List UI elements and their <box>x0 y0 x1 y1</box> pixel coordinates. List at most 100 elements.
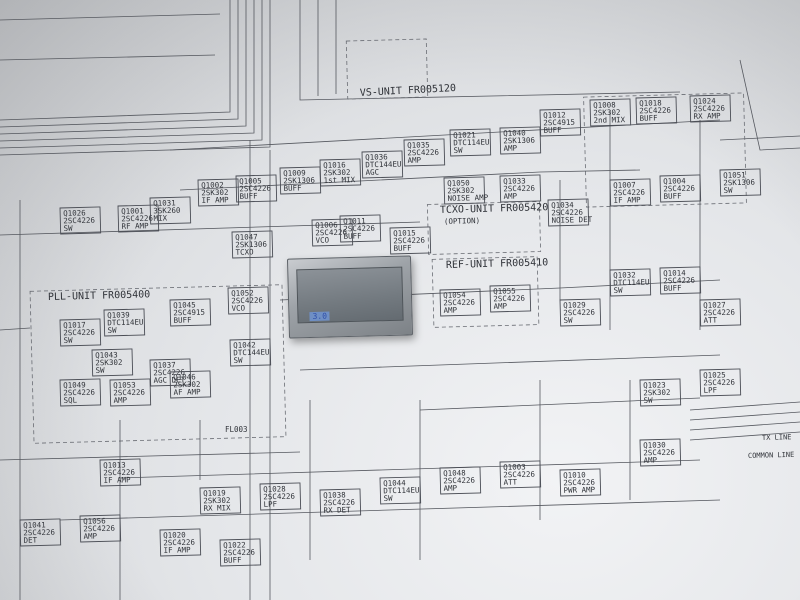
component-label: 2SC4226 <box>103 468 135 478</box>
component-label: Q1052 <box>231 288 254 298</box>
component-label: 2SC4226 <box>563 308 595 318</box>
component-box <box>169 298 212 327</box>
component-label: Q1046 <box>173 372 196 382</box>
component-label: NOISE AMP <box>447 193 488 203</box>
component-label: 2SC4226 <box>231 296 263 306</box>
component-label: ATT <box>503 478 517 487</box>
component-box <box>609 268 652 297</box>
component-label: AGC DET <box>153 375 185 385</box>
component-label: SW <box>95 366 105 375</box>
component-box <box>231 230 274 259</box>
upper-bus-lines <box>0 0 721 156</box>
component-label: SW <box>107 326 117 335</box>
component-label: DTC144EU <box>233 347 269 357</box>
component-label: Q1053 <box>113 380 136 390</box>
component-label: 2SK302 <box>95 358 122 368</box>
component-box <box>319 158 362 187</box>
component-label: Q1044 <box>383 478 406 488</box>
component-box <box>639 438 682 467</box>
component-label: BUFF <box>283 183 302 192</box>
component-label: Q1031 <box>153 198 176 208</box>
component-label: 2SC4226 <box>63 216 95 226</box>
component-label: Q1021 <box>453 130 476 140</box>
component-label: Q1013 <box>103 460 126 470</box>
component-label: Q1020 <box>163 530 186 540</box>
component-label: 2SC4226 <box>153 368 185 378</box>
component-label: 2SK302 <box>323 168 350 178</box>
component-box <box>259 482 302 511</box>
unit-outlines <box>29 38 747 444</box>
component-box <box>547 198 590 227</box>
component-label: 3SK260 <box>153 206 181 216</box>
component-label: 2SC4915 <box>173 308 205 318</box>
component-label: Q1055 <box>493 286 516 296</box>
component-label: AMP <box>643 456 657 465</box>
component-label: Q1015 <box>393 228 416 238</box>
component-label: 2SC4226 <box>703 308 735 318</box>
component-label: Q1050 <box>447 178 470 188</box>
component-box <box>79 514 122 543</box>
component-label: 2SC4226 <box>23 528 55 538</box>
component-label: BUFF <box>663 191 682 200</box>
component-label: Q1040 <box>503 128 526 138</box>
component-label: IF AMP <box>103 475 131 485</box>
fl003-label: FL003 <box>225 425 248 434</box>
component-box <box>449 128 492 157</box>
component-box <box>199 486 242 515</box>
component-box <box>311 218 354 247</box>
component-box <box>91 348 134 377</box>
component-label: 2SC4226 <box>393 236 425 246</box>
component-label: AMP <box>83 532 97 541</box>
lcd-readout: 3.0 <box>309 311 331 322</box>
component-label: Q1036 <box>365 152 388 162</box>
component-label: SW <box>453 146 463 155</box>
component-label: TCXO <box>235 247 254 256</box>
component-label: AMP <box>443 306 457 315</box>
component-label: 2SK302 <box>447 186 474 196</box>
component-label: Q1035 <box>407 140 430 150</box>
component-label: 2SC4226 <box>315 228 347 238</box>
component-label: VCO <box>315 236 329 245</box>
component-label: Q1028 <box>263 484 286 494</box>
component-label: 2SC4226 <box>239 184 271 194</box>
component-label: 2SC4226 <box>223 548 255 558</box>
component-label: 2SK1306 <box>235 240 267 250</box>
component-box <box>197 178 240 207</box>
component-box <box>361 150 404 179</box>
component-label: 2SK302 <box>201 188 228 198</box>
component-label: 2SC4226 <box>343 224 375 234</box>
component-label: IF AMP <box>613 195 641 205</box>
component-label: Q1003 <box>503 462 526 472</box>
component-box <box>699 298 742 327</box>
component-label: AMP <box>407 156 421 165</box>
component-label: 2SC4226 <box>263 492 295 502</box>
component-label: Q1034 <box>551 200 574 210</box>
component-label: 2SC4226 <box>703 378 735 388</box>
component-label: DTC114EU <box>107 317 143 327</box>
component-label: Q1039 <box>107 310 130 320</box>
component-label: BUFF <box>663 283 682 292</box>
component-label: Q1004 <box>663 176 686 186</box>
component-label: Q1014 <box>663 268 686 278</box>
component-box <box>103 308 146 337</box>
component-label: Q1026 <box>63 208 86 218</box>
component-label: Q1042 <box>233 340 256 350</box>
lcd-panel: 3.0 <box>286 255 414 339</box>
component-label: Q1029 <box>563 300 586 310</box>
